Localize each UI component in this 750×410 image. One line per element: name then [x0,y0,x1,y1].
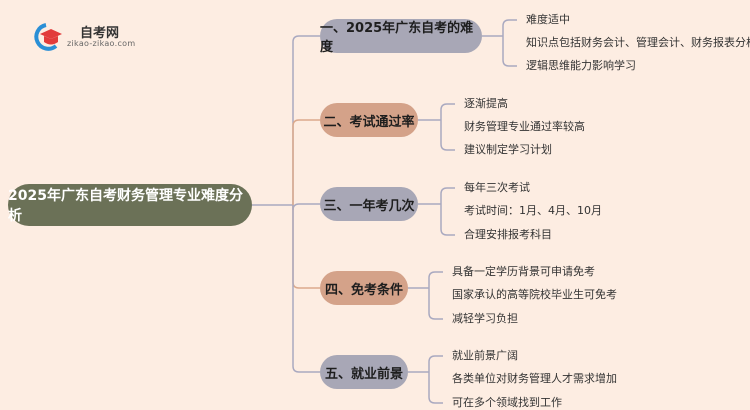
leaf-node[interactable]: 知识点包括财务会计、管理会计、财务报表分析 [526,36,750,49]
branch-node[interactable]: 四、免考条件 [320,271,408,305]
leaf-node[interactable]: 每年三次考试 [464,181,530,194]
branch-connector [292,35,320,205]
leaf-node[interactable]: 建议制定学习计划 [464,143,552,156]
branch-node[interactable]: 一、2025年广东自考的难度 [320,19,482,55]
leaf-node[interactable]: 合理安排报考科目 [464,228,552,241]
leaf-node[interactable]: 财务管理专业通过率较高 [464,120,585,133]
graduation-cap-icon [34,23,62,51]
logo-title: 自考网 [80,26,120,41]
leaf-bracket [428,271,443,320]
leaf-bracket [502,19,517,67]
leaf-node[interactable]: 难度适中 [526,13,570,26]
root-node[interactable]: 2025年广东自考财务管理专业难度分析 [8,184,252,226]
branch-connector [292,203,320,211]
leaf-node[interactable]: 逐渐提高 [464,97,508,110]
branch-connector [292,119,320,205]
leaf-bracket [440,187,455,236]
leaf-node[interactable]: 国家承认的高等院校毕业生可免考 [452,288,617,301]
leaf-node[interactable]: 可在多个领域找到工作 [452,396,562,409]
branch-connector [292,205,320,289]
leaf-bracket [428,355,443,404]
leaf-bracket [440,103,455,151]
branch-node[interactable]: 三、一年考几次 [320,187,418,221]
leaf-node[interactable]: 就业前景广阔 [452,349,518,362]
logo-url: zikao-zikao.com [67,39,136,48]
leaf-node[interactable]: 具备一定学历背景可申请免考 [452,265,595,278]
branch-connector [292,205,320,373]
leaf-node[interactable]: 考试时间：1月、4月、10月 [464,204,602,217]
leaf-node[interactable]: 逻辑思维能力影响学习 [526,59,636,72]
leaf-node[interactable]: 各类单位对财务管理人才需求增加 [452,372,617,385]
branch-node[interactable]: 二、考试通过率 [320,103,418,137]
branch-node[interactable]: 五、就业前景 [320,355,408,389]
logo: 自考网 zikao-zikao.com [30,22,140,52]
leaf-node[interactable]: 减轻学习负担 [452,312,518,325]
